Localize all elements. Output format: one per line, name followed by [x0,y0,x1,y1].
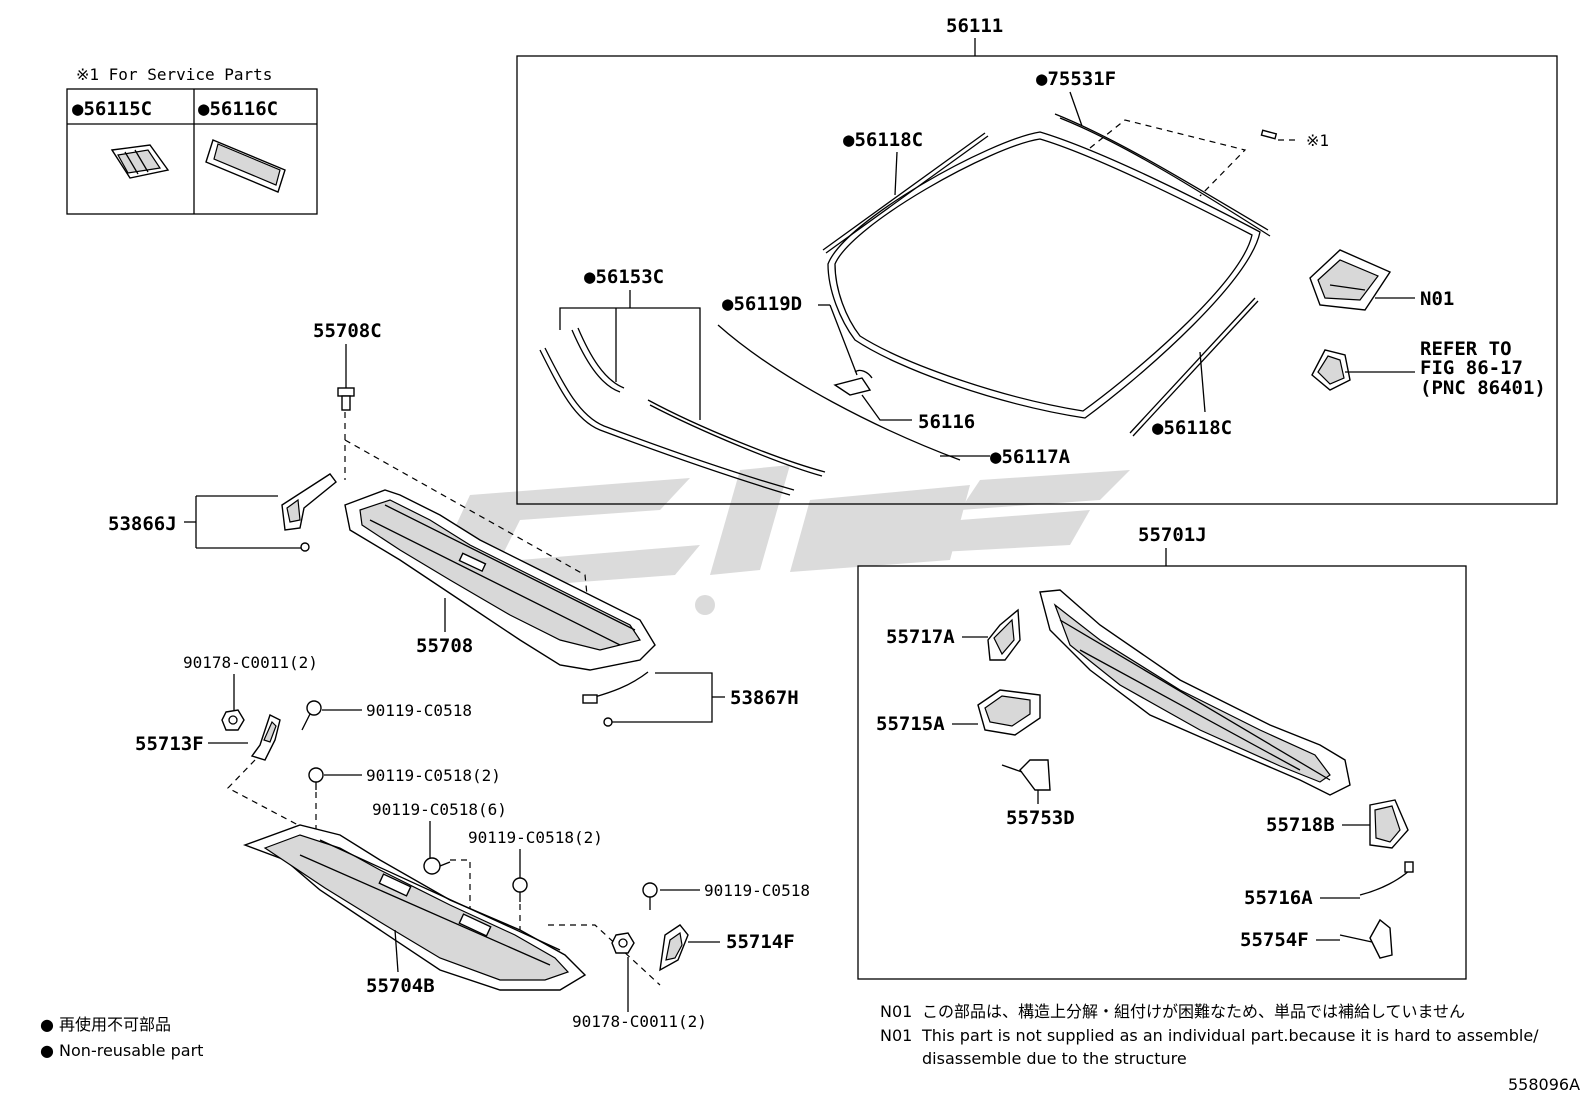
bolt-icon [301,700,322,731]
note-en-2: disassemble due to the structure [922,1049,1187,1068]
bracket-55713F-icon [250,714,281,761]
part-label-55716A: 55716A [1244,887,1313,909]
cowl-group: 55708C 53866J 55708 [108,320,810,1031]
windshield-glass [827,131,1261,419]
part-label-90178-top: 90178-C0011(2) [183,653,318,672]
note-code: N01 [880,1026,912,1045]
part-label-53866J: 53866J [108,513,177,535]
figure-id: 558096A [1508,1075,1580,1094]
watermark-logo [440,465,1130,615]
clip-55708C-icon [337,387,355,411]
refer-pnc-label: (PNC 86401) [1420,377,1546,399]
part-label-55708: 55708 [416,635,473,657]
cowl-top-group: 55701J 55717A 55715A 55753D [857,524,1467,980]
part-label-N01: N01 [1420,288,1454,310]
part-label-56111: 56111 [946,15,1003,37]
note-code: N01 [880,1002,912,1021]
part-label-90119-a: 90119-C0518 [366,701,472,720]
part-label-56118C-bottom: ●56118C [1152,417,1232,439]
part-label-55714F: 55714F [726,931,795,953]
part-label-56118C-top: ●56118C [843,129,923,151]
pad-part-icon [205,139,286,193]
cowl-top-panel-55701J [1039,589,1351,796]
nut-icon [611,932,635,954]
part-label-55713F: 55713F [135,733,204,755]
service-part-label: ●56116C [198,98,278,120]
bracket-N01-icon [1309,249,1392,311]
note-jp: この部品は、構造上分解・組付けが困難なため、単品では補給していません [922,1002,1465,1021]
note-en-1: This part is not supplied as an individu… [921,1026,1539,1045]
windshield-group: 56111 ●75531F ※1 ●56118C ●56118C ●56153C [516,15,1558,505]
refer-to-label: REFER TO [1420,338,1512,360]
part-56116-icon [833,369,873,396]
part-label-55715A: 55715A [876,713,945,735]
bracket-55754F-icon [1339,918,1393,959]
service-part-label: ●56115C [72,98,152,120]
bolt-icon [423,857,451,875]
bracket-55717A-icon [987,608,1021,661]
legend-jp: ● 再使用不可部品 [40,1015,171,1034]
ref-mark-1: ※1 [1306,131,1329,150]
part-label-55701J: 55701J [1138,524,1207,546]
part-label-90119-b: 90119-C0518(2) [366,766,501,785]
cowl-panel-55708 [344,489,656,671]
bracket-55715A-icon [977,689,1041,736]
part-53867H-icon [582,671,649,727]
part-label-55704B: 55704B [366,975,435,997]
part-label-55753D: 55753D [1006,807,1075,829]
clip-part-icon [110,144,170,179]
windshield-box [516,55,1558,505]
legend-en: ● Non-reusable part [40,1041,203,1060]
cowl-top-box [857,565,1467,980]
part-label-90119-d: 90119-C0518(2) [468,828,603,847]
bracket-55716A-icon [1359,861,1414,896]
refer-fig-label: FIG 86-17 [1420,357,1523,379]
service-box-title: ※1 For Service Parts [76,65,272,84]
part-label-90178-bottom: 90178-C0011(2) [572,1012,707,1031]
part-label-56116: 56116 [918,411,975,433]
part-label-56153C: ●56153C [584,266,664,288]
part-53866J-icon [281,473,337,552]
bracket-55753D-icon [1001,759,1051,791]
bracket-55718B-icon [1369,799,1409,849]
nut-icon [221,709,245,731]
part-label-53867H: 53867H [730,687,799,709]
service-parts-box: ※1 For Service Parts ●56115C ●56116C [66,65,318,215]
part-label-90119-e: 90119-C0518 [704,881,810,900]
part-label-56117A: ●56117A [990,446,1071,468]
part-label-75531F: ●75531F [1036,68,1116,90]
part-label-55718B: 55718B [1266,814,1335,836]
part-label-90119-c: 90119-C0518(6) [372,800,507,819]
bolt-icon [308,767,324,790]
bracket-refer-icon [1311,349,1351,391]
part-label-55754F: 55754F [1240,929,1309,951]
part-label-55708C: 55708C [313,320,382,342]
bracket-55714F-icon [659,924,689,972]
bolt-icon [512,877,528,902]
cowl-lower-panel-55704B [242,824,587,991]
part-label-55717A: 55717A [886,626,955,648]
part-label-56119D: ●56119D [722,293,802,315]
bolt-icon [642,882,658,910]
